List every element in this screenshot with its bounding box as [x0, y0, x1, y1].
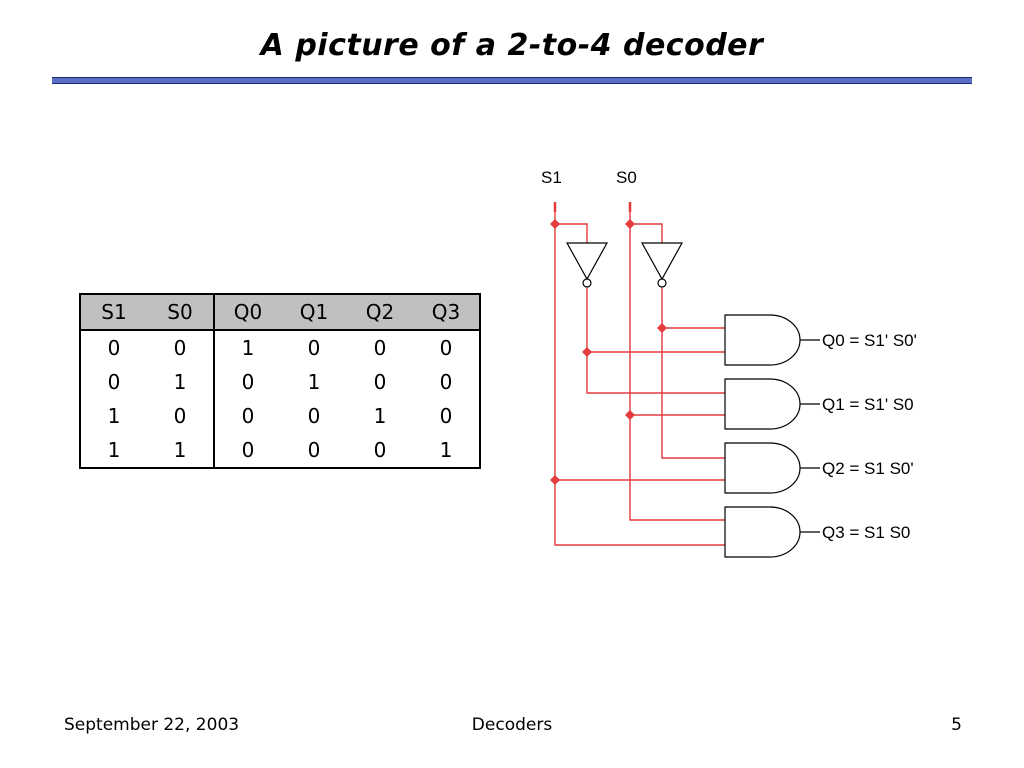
table-cell: 0: [241, 438, 255, 462]
input-label-s1: S1: [541, 168, 562, 187]
header-q2: Q2: [365, 300, 395, 324]
table-cell: 0: [147, 399, 215, 433]
s0-inverted-wire: [661, 288, 725, 459]
table-cell: 1: [147, 433, 215, 468]
footer-date: September 22, 2003: [64, 715, 240, 735]
truth-table: S1 S0 Q0 Q1 Q2 Q3 0 0 1 0 0 0 0 1 0 1 0 …: [79, 293, 481, 469]
table-row: 0 0 1 0 0 0: [80, 330, 480, 365]
slide-title: A picture of a 2-to-4 decoder: [260, 28, 764, 63]
and-gate-q0: [724, 314, 801, 366]
table-cell: 1: [439, 438, 453, 462]
junction-dot: [625, 410, 635, 420]
truth-table-header-row: S1 S0 Q0 Q1 Q2 Q3: [80, 294, 480, 330]
and-gate-q1: [724, 378, 801, 430]
table-row: 1 0 0 0 1 0: [80, 399, 480, 433]
table-cell: 0: [439, 404, 453, 428]
table-cell: 0: [439, 336, 453, 360]
input-label-s0: S0: [616, 168, 637, 187]
circuit-labels: S1 S0 Q0 = S1' S0' Q1 = S1' S0 Q2 = S1 S…: [541, 168, 917, 542]
s1-to-inverter-wire: [555, 223, 588, 243]
table-cell: 0: [373, 370, 387, 394]
table-cell: 0: [241, 404, 255, 428]
footer-page-number: 5: [951, 715, 962, 735]
junction-dot: [657, 323, 667, 333]
s0-inverter-gate: [640, 242, 684, 281]
signal-wires: [553, 202, 725, 546]
junction-dots: [550, 219, 667, 485]
header-s1: S1: [101, 300, 127, 324]
table-cell: 0: [307, 404, 321, 428]
inverters: [565, 242, 684, 288]
header-q1: Q1: [299, 300, 329, 324]
table-cell: 0: [107, 370, 121, 394]
table-cell: 0: [373, 336, 387, 360]
header-q3: Q3: [431, 300, 461, 324]
and-gates: [724, 314, 801, 558]
junction-dot: [550, 475, 560, 485]
table-cell: 1: [373, 404, 387, 428]
table-cell: 1: [107, 404, 121, 428]
s1-inverter-gate: [565, 242, 609, 281]
s0-inverter-bubble: [657, 278, 667, 288]
table-cell: 0: [373, 438, 387, 462]
s1-inverter-bubble: [582, 278, 592, 288]
and-gate-q2: [724, 442, 801, 494]
and-gate-q3: [724, 506, 801, 558]
output-leads: [800, 339, 820, 533]
output-label-q0: Q0 = S1' S0': [822, 331, 917, 350]
s0-true-wire: [629, 210, 725, 521]
header-q0: Q0: [233, 300, 263, 324]
s1-inverted-wire: [586, 288, 725, 394]
table-cell: 1: [307, 370, 321, 394]
junction-dot: [582, 347, 592, 357]
table-cell: 0: [307, 336, 321, 360]
junction-dot: [550, 219, 560, 229]
table-cell: 0: [439, 370, 453, 394]
header-s0: S0: [147, 294, 215, 330]
table-cell: 0: [147, 330, 215, 365]
s1-true-wire: [554, 210, 725, 546]
output-label-q2: Q2 = S1 S0': [822, 459, 914, 478]
output-label-q1: Q1 = S1' S0: [822, 395, 914, 414]
table-cell: 0: [107, 336, 121, 360]
table-row: 1 1 0 0 0 1: [80, 433, 480, 468]
table-row: 0 1 0 1 0 0: [80, 365, 480, 399]
table-cell: 1: [107, 438, 121, 462]
footer-topic: Decoders: [471, 715, 553, 735]
table-cell: 1: [147, 365, 215, 399]
title-divider: [52, 77, 972, 84]
table-cell: 0: [307, 438, 321, 462]
output-label-q3: Q3 = S1 S0: [822, 523, 910, 542]
table-cell: 1: [241, 336, 255, 360]
s0-to-inverter-wire: [630, 223, 663, 243]
table-cell: 0: [241, 370, 255, 394]
junction-dot: [625, 219, 635, 229]
